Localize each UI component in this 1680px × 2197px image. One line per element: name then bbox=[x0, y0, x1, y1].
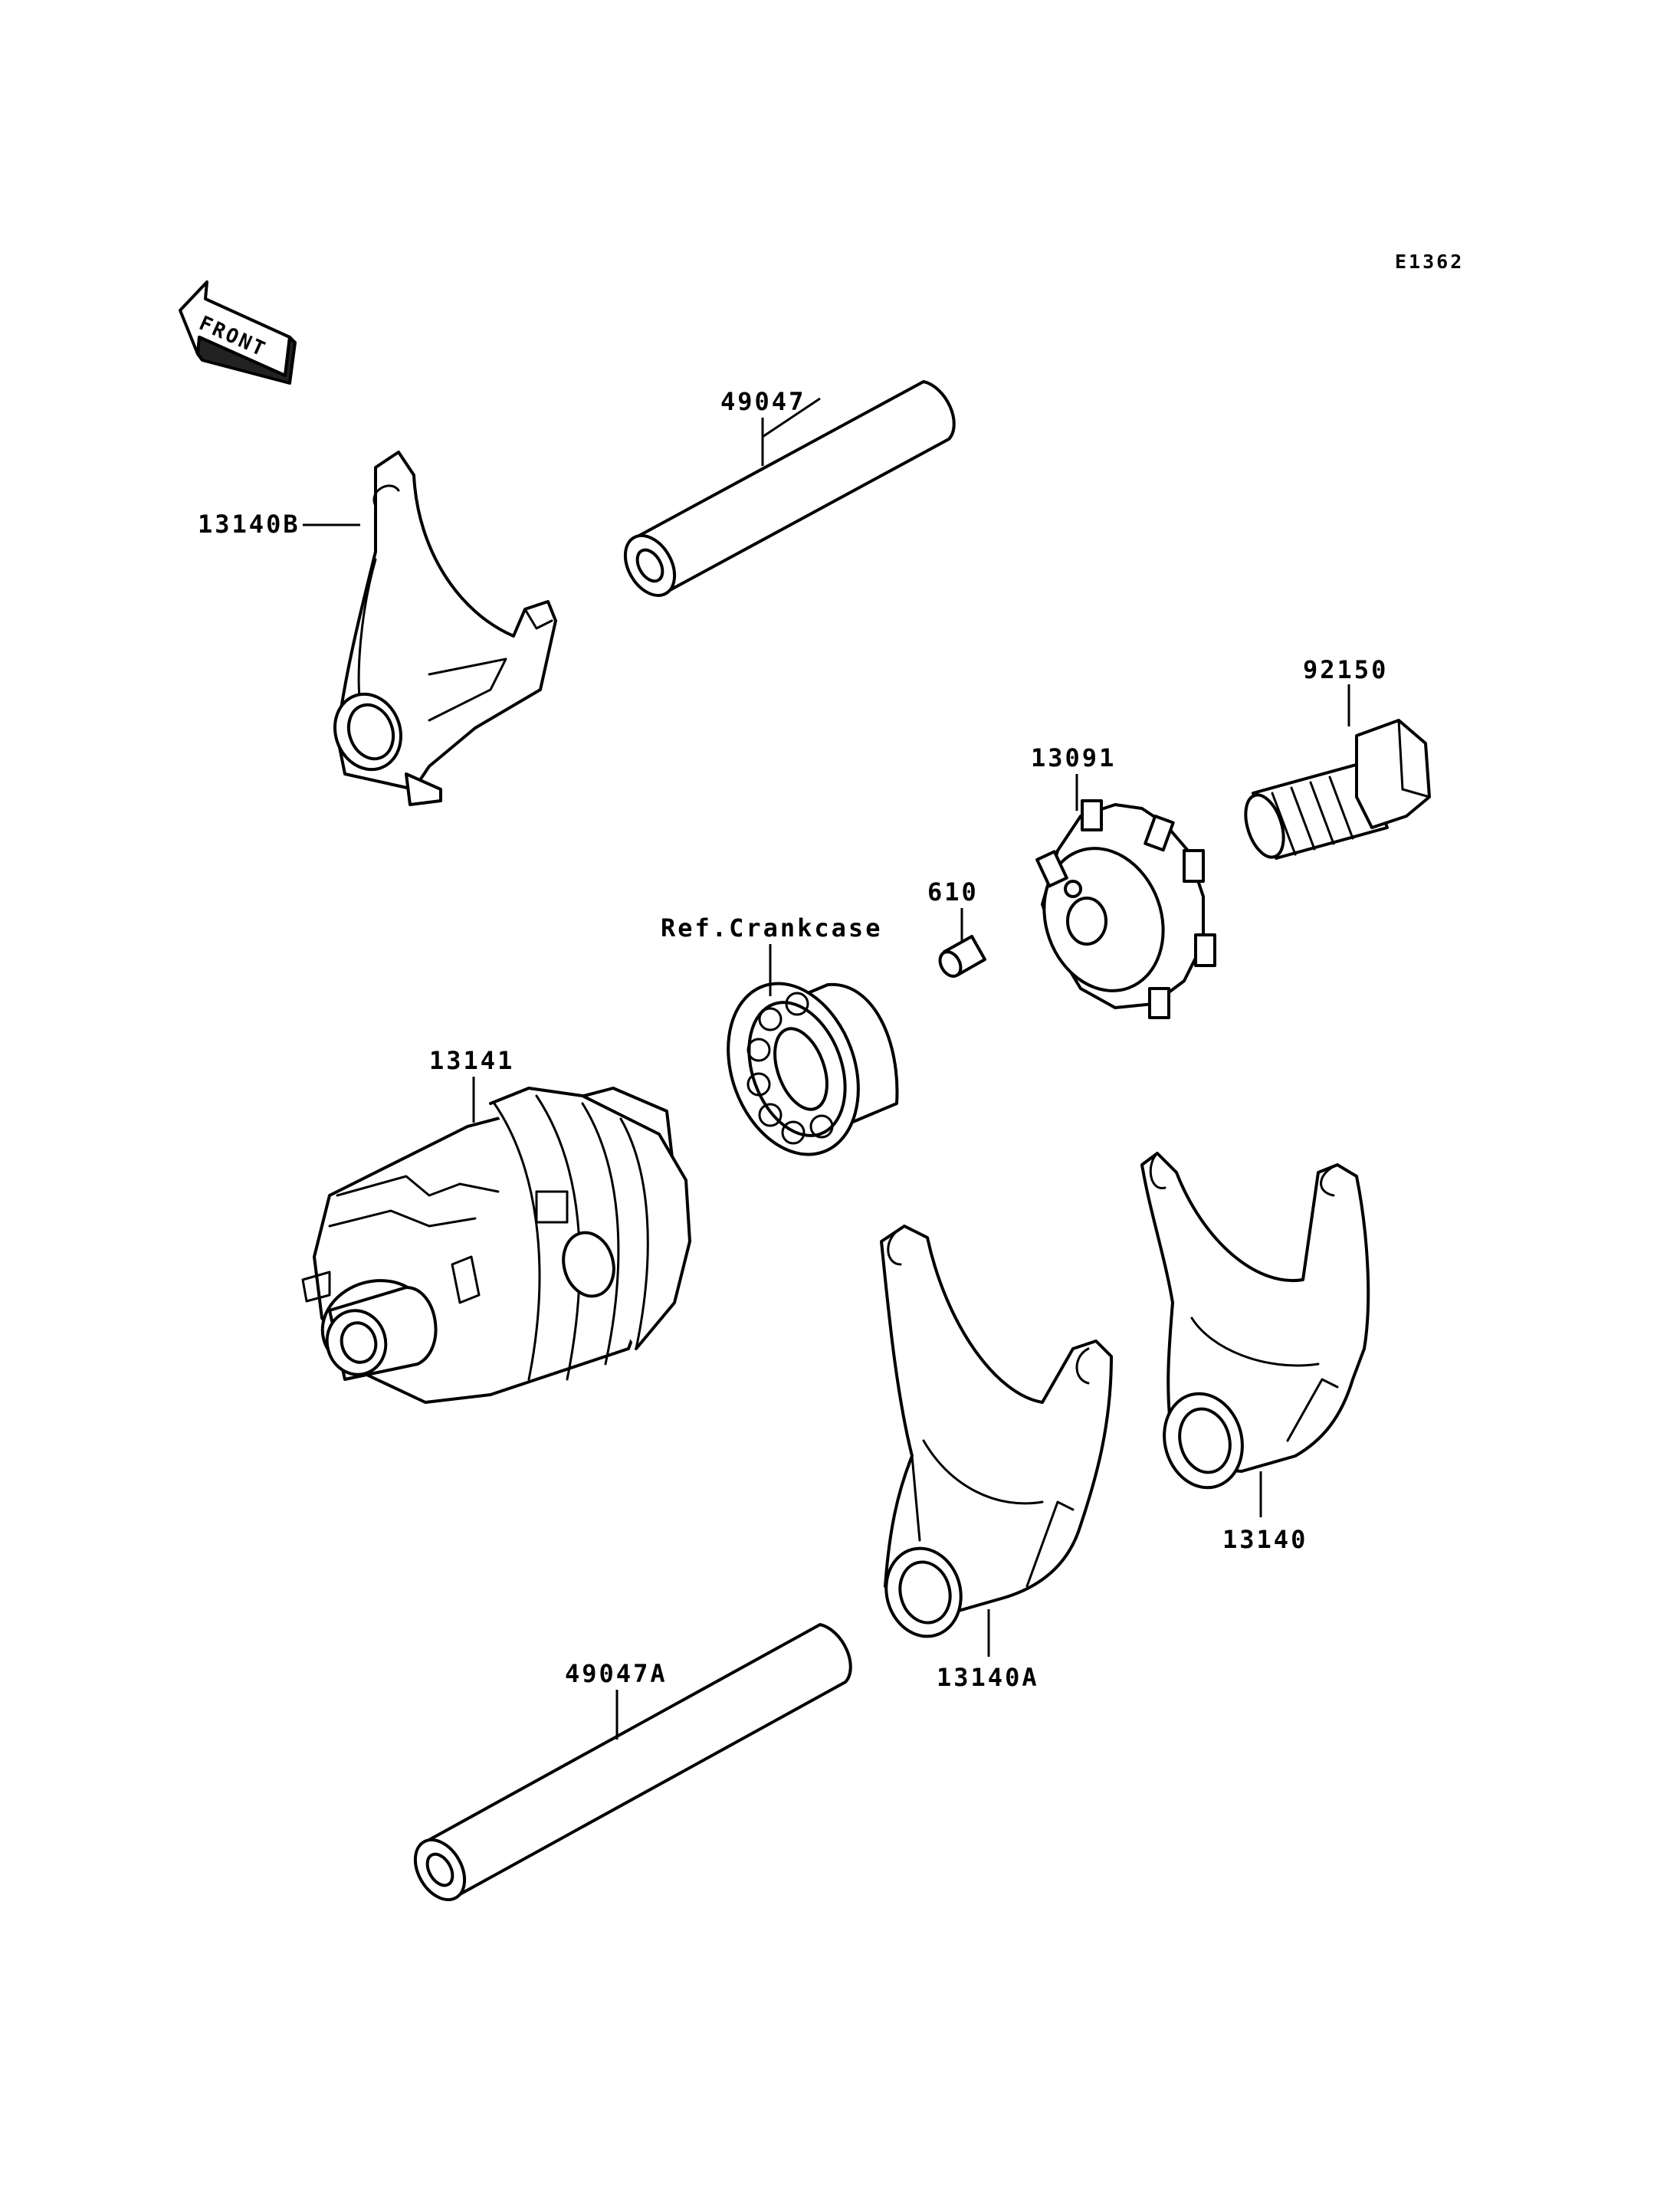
label-13140a: 13140A bbox=[937, 1663, 1039, 1692]
plate-13091 bbox=[1035, 799, 1216, 1019]
shaft-49047 bbox=[623, 380, 956, 597]
label-92150: 92150 bbox=[1303, 655, 1388, 684]
bearing-ref-crankcase bbox=[727, 982, 899, 1156]
shift-fork-13140 bbox=[1140, 1152, 1370, 1490]
label-49047a: 49047A bbox=[565, 1659, 668, 1688]
label-ref-crankcase: Ref.Crankcase bbox=[661, 913, 882, 943]
shift-drum-13141 bbox=[301, 1087, 691, 1404]
bolt-92150 bbox=[1244, 719, 1431, 860]
shaft-49047a bbox=[413, 1623, 852, 1901]
label-13140b: 13140B bbox=[198, 510, 300, 539]
label-13091: 13091 bbox=[1031, 743, 1116, 772]
label-13140: 13140 bbox=[1222, 1525, 1308, 1554]
front-arrow-icon: FRONT bbox=[179, 280, 297, 385]
label-610: 610 bbox=[927, 877, 979, 907]
shift-fork-13140b bbox=[333, 451, 557, 806]
shift-fork-13140a bbox=[880, 1225, 1113, 1638]
label-49047: 49047 bbox=[720, 387, 806, 416]
label-13141: 13141 bbox=[429, 1046, 514, 1075]
diagram-code: E1362 bbox=[1395, 251, 1464, 273]
pin-610 bbox=[938, 935, 986, 978]
